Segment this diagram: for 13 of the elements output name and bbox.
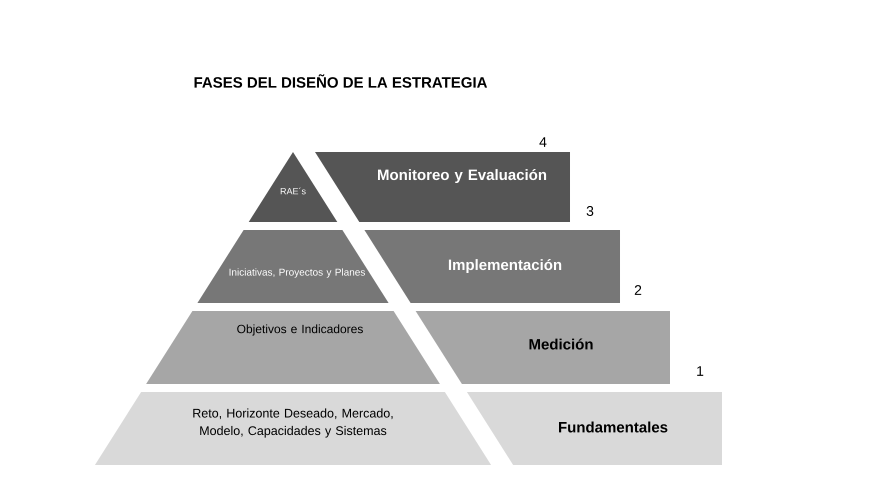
pyramid-segment: Reto, Horizonte Deseado, Mercado, Modelo, Capacidades y Sistemas <box>94 392 492 465</box>
node-label: Objetivos e Indicadores <box>237 324 363 336</box>
phase-band: Implementación <box>364 230 620 303</box>
level-number: 1 <box>697 366 704 376</box>
pyramid-segment: RAE´s <box>248 152 338 222</box>
level-number: 3 <box>586 206 594 216</box>
level-number: 2 <box>634 285 642 295</box>
pyramid-segment: Objetivos e Indicadores <box>146 311 440 384</box>
phase-band: Medición <box>416 311 670 384</box>
title: FASES DEL DISEÑO DE LA ESTRATEGIA <box>194 74 488 88</box>
pyramid-segment: Iniciativas, Proyectos y Planes <box>197 230 389 303</box>
phase-band: Fundamentales <box>466 392 722 465</box>
node-label: Medición <box>530 338 593 350</box>
